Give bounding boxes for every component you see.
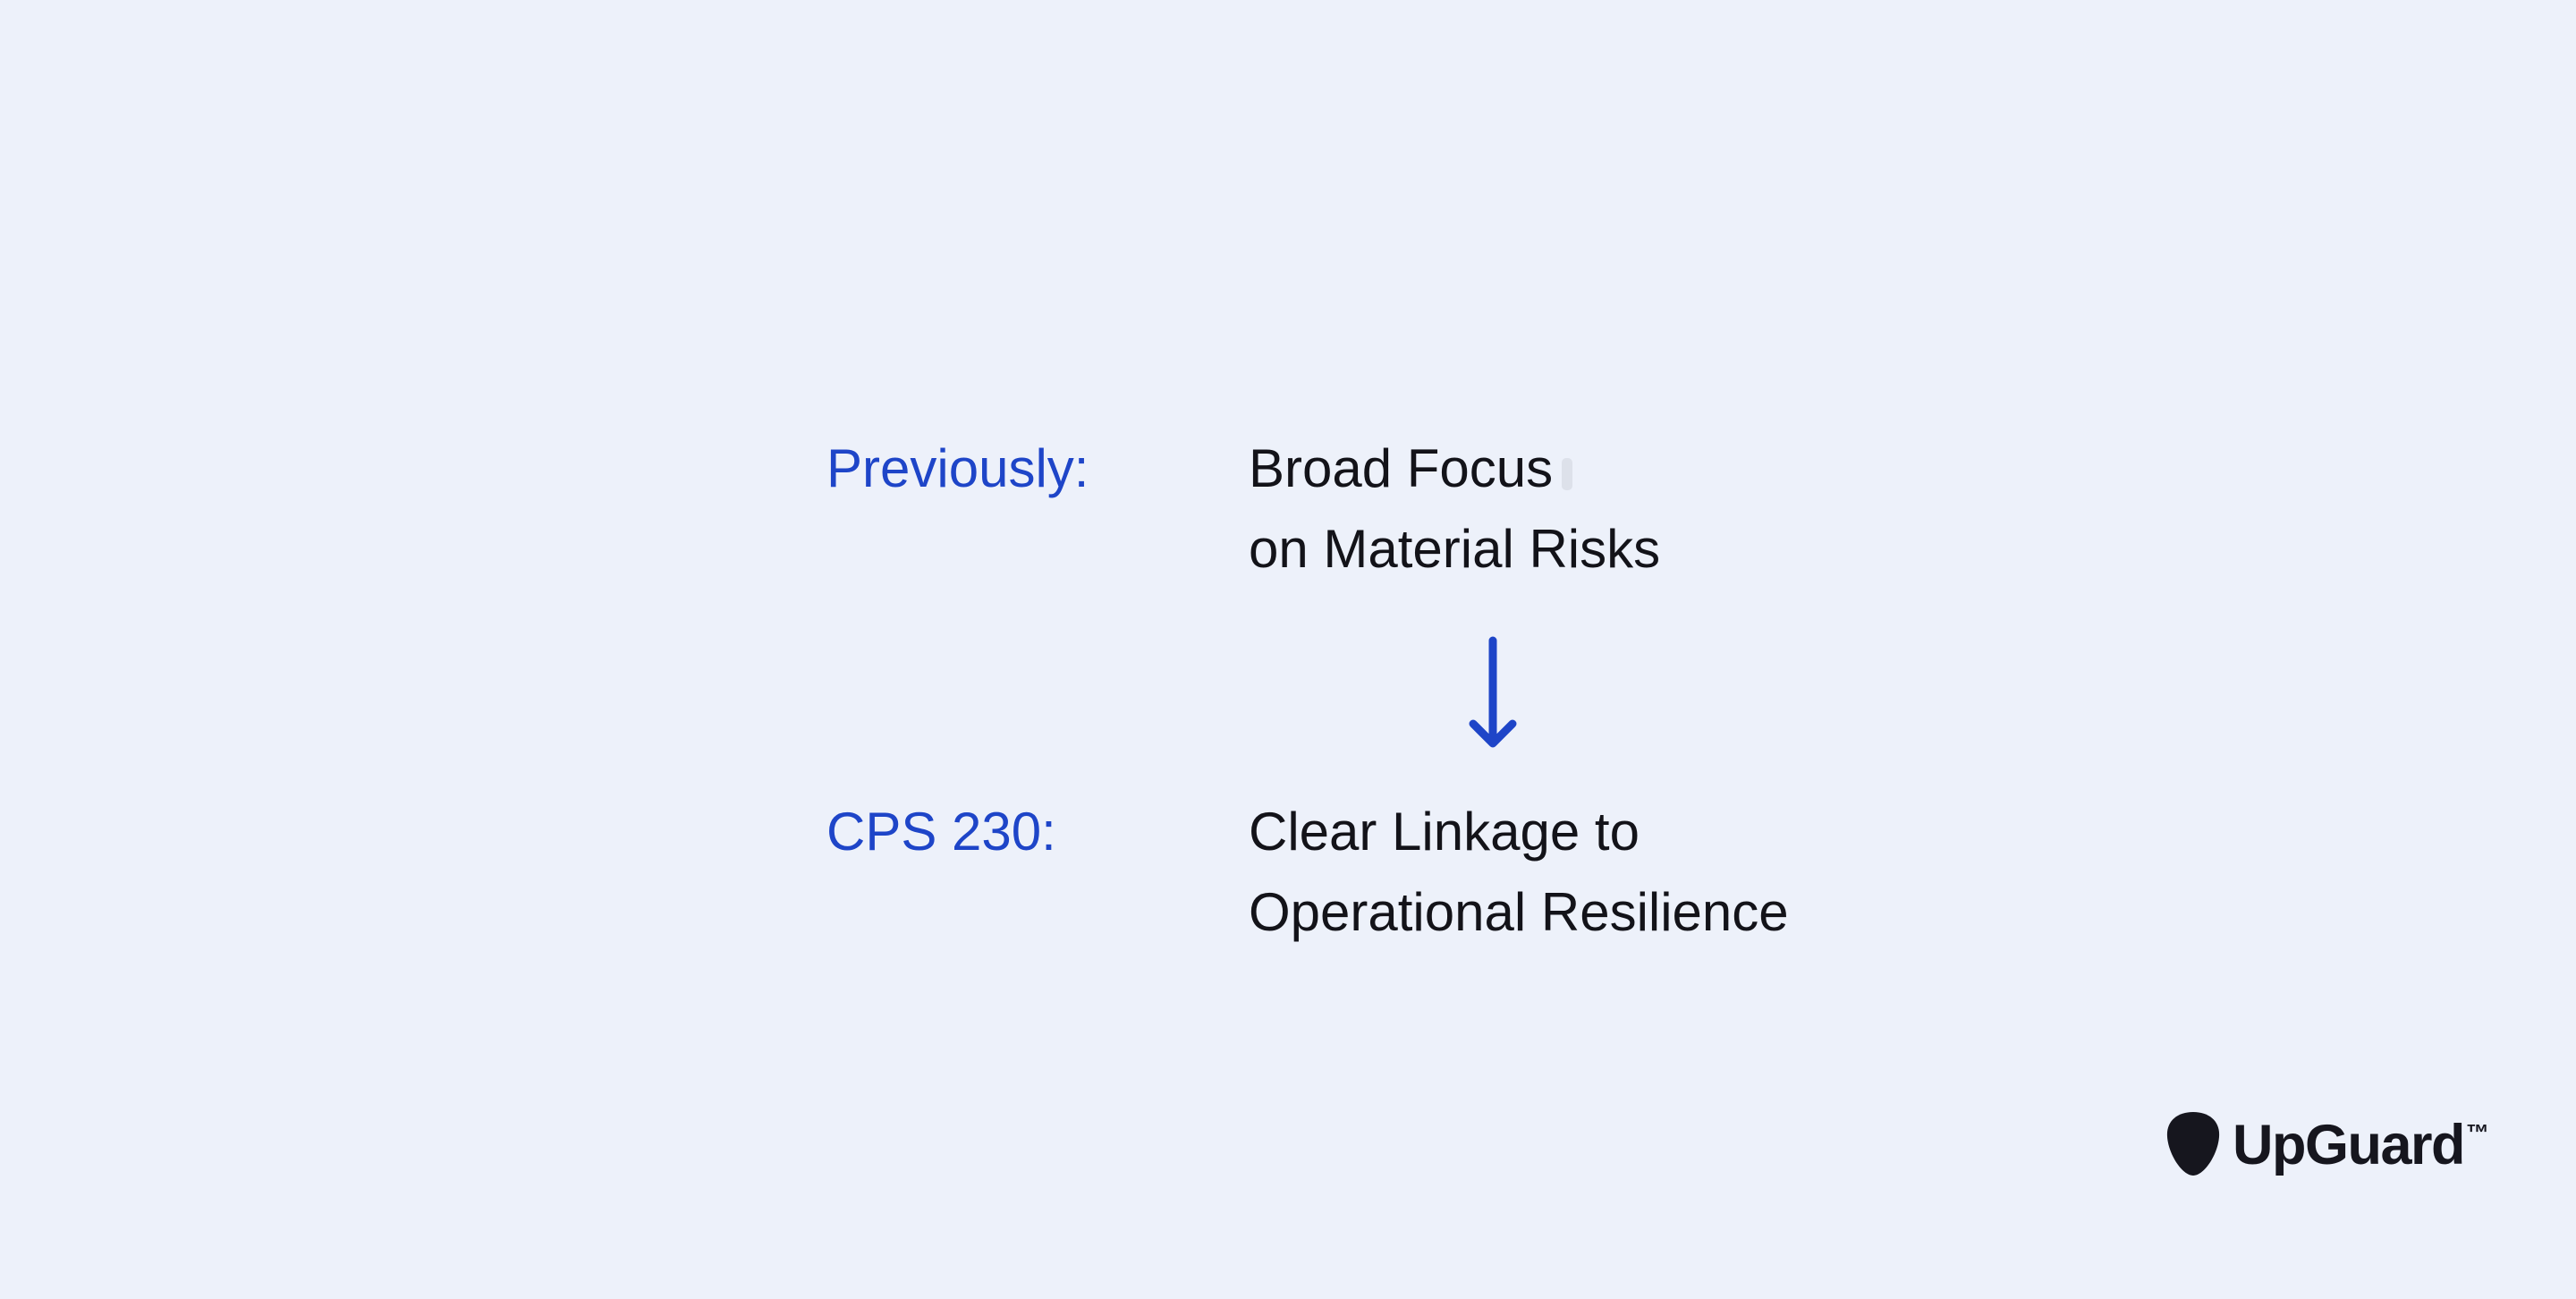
faint-ghost-mark — [1562, 458, 1572, 490]
previously-statement-line1: Broad Focus — [1249, 438, 1554, 498]
cps230-statement: Clear Linkage to Operational Resilience — [1249, 792, 1789, 953]
previously-statement: Broad Focus on Material Risks — [1249, 429, 1660, 590]
cps230-statement-line1: Clear Linkage to — [1249, 802, 1640, 862]
cps230-label: CPS 230: — [826, 802, 1056, 862]
cps230-statement-line2: Operational Resilience — [1249, 882, 1789, 942]
upguard-pick-icon — [2166, 1111, 2220, 1176]
previously-statement-line2: on Material Risks — [1249, 519, 1661, 579]
previously-label: Previously: — [826, 438, 1089, 498]
upguard-wordmark: UpGuard — [2233, 1113, 2466, 1176]
down-arrow-icon — [1453, 629, 1533, 756]
trademark-symbol: ™ — [2466, 1119, 2490, 1146]
upguard-logo: UpGuard ™ — [2166, 1108, 2490, 1178]
